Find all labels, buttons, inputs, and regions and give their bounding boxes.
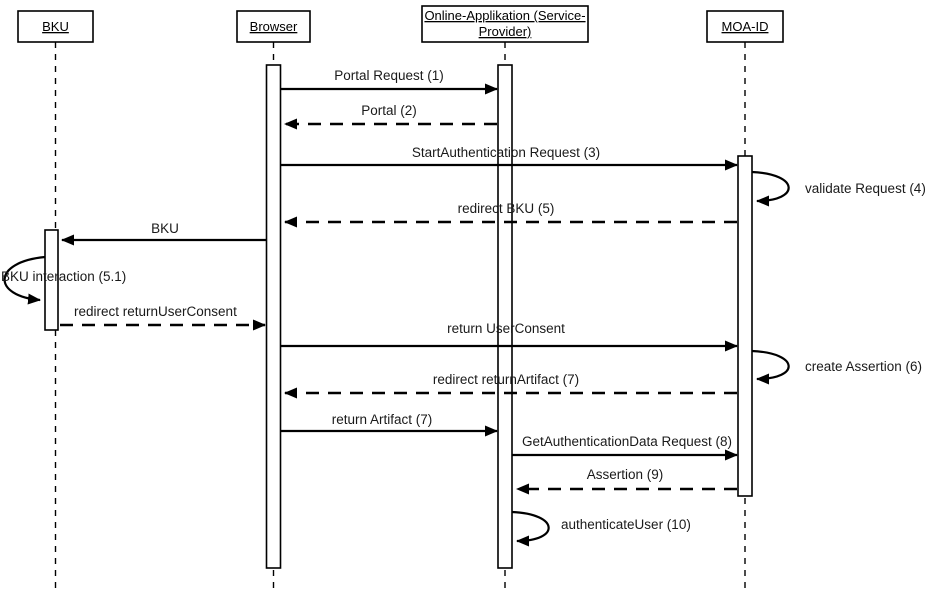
message-selfloop-bku-interaction	[3, 255, 46, 305]
activation-bars	[44, 64, 753, 569]
lifeline-label-bku: BKU	[42, 19, 69, 34]
message-label-assertion: Assertion (9)	[587, 467, 664, 482]
lifeline-header-online-applikation[interactable]: Online-Applikation (Service- Provider)	[421, 5, 589, 43]
message-authenticateuser[interactable]: authenticateUser (10)	[511, 510, 691, 547]
lifeline-label-oa-line2: Provider)	[479, 24, 532, 39]
lifeline-label-oa-line1: Online-Applikation (Service-	[424, 8, 585, 23]
lifeline-box-oa	[421, 5, 589, 43]
activation-bar-moaid	[737, 155, 753, 497]
lifeline-header-bku[interactable]: BKU	[17, 10, 94, 43]
activation-bar-browser	[265, 64, 282, 569]
lifeline-box-moaid	[706, 10, 784, 43]
message-label-portal-request: Portal Request (1)	[334, 68, 444, 83]
lifeline-header-browser[interactable]: Browser	[236, 10, 311, 43]
message-selfloop-authenticateuser	[511, 510, 550, 547]
lifeline-label-browser: Browser	[250, 19, 298, 34]
message-assertion[interactable]: Assertion (9)	[516, 467, 737, 495]
message-label-return-userconsent: return UserConsent	[447, 321, 565, 336]
activation-bar-bku	[44, 229, 59, 331]
message-label-validate-request: validate Request (4)	[805, 181, 926, 196]
message-portal-request[interactable]: Portal Request (1)	[281, 68, 498, 95]
message-redirect-returnuserconsent[interactable]: redirect returnUserConsent	[60, 304, 266, 331]
lifeline-box-bku	[17, 10, 94, 43]
message-label-redirect-returnartifact: redirect returnArtifact (7)	[433, 372, 579, 387]
message-return-artifact[interactable]: return Artifact (7)	[281, 412, 498, 437]
message-bku[interactable]: BKU	[61, 221, 266, 246]
activation-bar-oa	[497, 64, 513, 569]
message-selfloop-validate-request	[751, 170, 790, 207]
message-label-bku-interaction: BKU interaction (5.1)	[1, 269, 126, 284]
message-label-create-assertion: create Assertion (6)	[805, 359, 922, 374]
message-label-redirect-returnuserconsent: redirect returnUserConsent	[74, 304, 237, 319]
lifeline-label-moaid: MOA-ID	[722, 19, 769, 34]
message-label-getauthenticationdata-request: GetAuthenticationData Request (8)	[522, 434, 732, 449]
message-label-return-artifact: return Artifact (7)	[332, 412, 433, 427]
lifeline-header-moa-id[interactable]: MOA-ID	[706, 10, 784, 43]
message-redirect-bku[interactable]: redirect BKU (5)	[284, 201, 737, 228]
message-selfloop-create-assertion	[751, 349, 790, 385]
message-validate-request[interactable]: validate Request (4)	[751, 170, 926, 207]
message-label-authenticateuser: authenticateUser (10)	[561, 517, 691, 532]
message-label-portal: Portal (2)	[361, 103, 417, 118]
message-label-startauthentication-request: StartAuthentication Request (3)	[412, 145, 600, 160]
lifeline-box-browser	[236, 10, 311, 43]
message-label-redirect-bku: redirect BKU (5)	[458, 201, 555, 216]
message-return-userconsent[interactable]: return UserConsent	[281, 321, 738, 352]
message-label-bku: BKU	[151, 221, 179, 236]
message-getauthenticationdata-request[interactable]: GetAuthenticationData Request (8)	[512, 434, 738, 461]
message-create-assertion[interactable]: create Assertion (6)	[751, 349, 922, 385]
message-redirect-returnartifact[interactable]: redirect returnArtifact (7)	[284, 372, 737, 399]
message-portal[interactable]: Portal (2)	[284, 103, 497, 130]
message-bku-interaction[interactable]: BKU interaction (5.1)	[1, 255, 126, 305]
message-startauthentication-request[interactable]: StartAuthentication Request (3)	[281, 145, 738, 171]
